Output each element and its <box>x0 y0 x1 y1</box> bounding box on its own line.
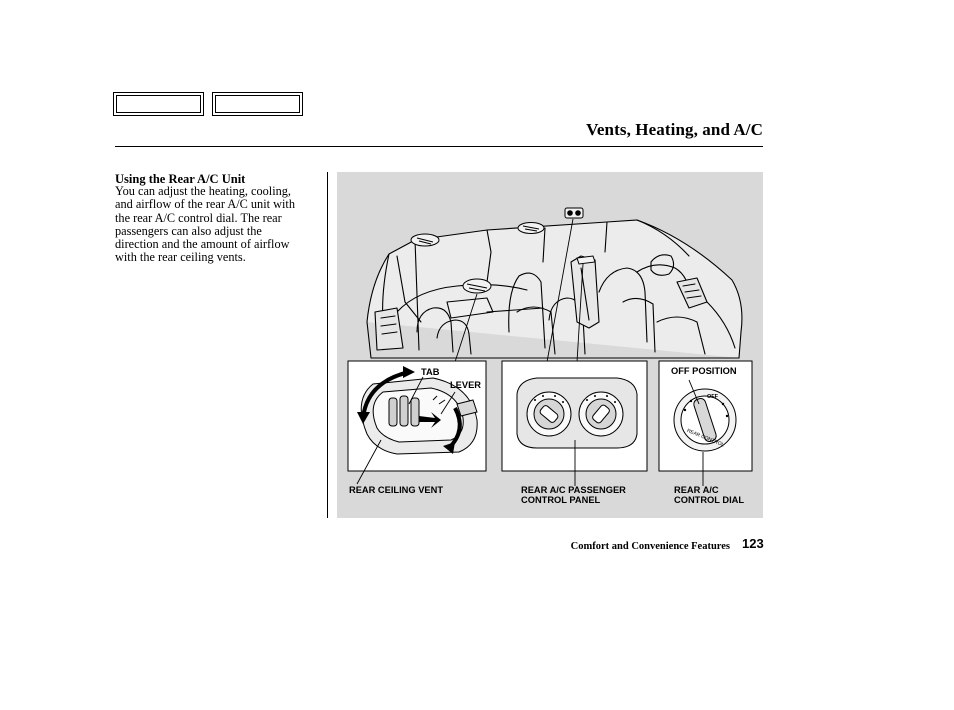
leader-lines <box>454 218 584 363</box>
section-heading: Using the Rear A/C Unit <box>115 172 246 186</box>
inset-control-dial: OFF REAR CONTROL <box>658 360 753 486</box>
footer-section-name: Comfort and Convenience Features <box>570 541 730 552</box>
inset-passenger-control-panel <box>501 360 648 486</box>
column-divider <box>327 172 328 518</box>
section-body-text: You can adjust the heating, cooling, and… <box>115 184 295 265</box>
callout-rear-ac-control-dial: REAR A/C CONTROL DIAL <box>674 485 745 505</box>
callout-tab: TAB <box>421 367 440 377</box>
callout-rear-ceiling-vent: REAR CEILING VENT <box>349 485 444 495</box>
page-number: 123 <box>742 536 764 551</box>
callout-off-position: OFF POSITION <box>671 366 737 376</box>
title-divider <box>115 146 763 147</box>
ceiling-vents-drawing <box>410 207 596 294</box>
callout-rear-ac-passenger-panel: REAR A/C PASSENGER CONTROL PANEL <box>521 485 626 505</box>
callout-lever: LEVER <box>450 380 481 390</box>
page-title: Vents, Heating, and A/C <box>586 120 763 139</box>
nav-button-table-of-contents[interactable] <box>212 92 303 116</box>
vehicle-interior-drawing: OFF REAR CONTROL <box>347 207 753 486</box>
dial-off-label: OFF <box>707 394 719 400</box>
nav-button-main-menu[interactable] <box>113 92 204 116</box>
rear-ac-illustration: OFF REAR CONTROL TAB LEVER OFF POSITION … <box>337 172 763 518</box>
inset-ceiling-vent <box>347 360 487 485</box>
vehicle-interior <box>366 219 743 359</box>
